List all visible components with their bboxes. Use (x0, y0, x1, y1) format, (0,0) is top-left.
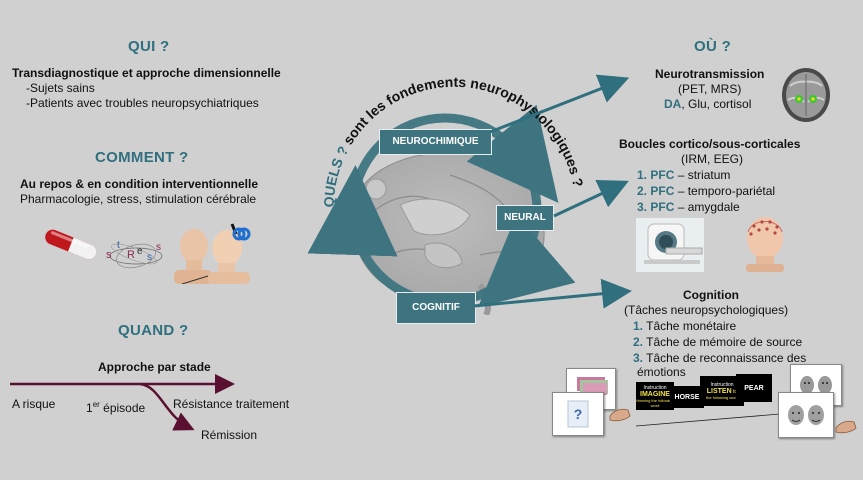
pill-icon (45, 229, 97, 260)
cognition-item-3-cont: émotions (637, 365, 686, 379)
svg-text:e: e (137, 246, 143, 257)
ou-heading: OÙ ? (694, 38, 732, 55)
task-timeline-arrow (635, 413, 781, 427)
arrow-to-neurotransmission (489, 74, 630, 134)
boucles-item-3: 3. PFC – amygdale (637, 200, 740, 214)
box-neurochimique: NEUROCHIMIQUE (379, 129, 492, 155)
monetary-task-card-2: ? (552, 392, 604, 436)
neurotransmission-methods: (PET, MRS) (678, 82, 742, 96)
cognition-item-2: 2. Tâche de mémoire de source (633, 335, 803, 349)
svg-text:s: s (147, 252, 152, 263)
stage-remission-label: Rémission (201, 428, 258, 442)
box-cognitif: COGNITIF (396, 292, 476, 324)
svg-text:s: s (106, 249, 112, 261)
connector-arrows (473, 74, 632, 309)
hand-icon-2 (835, 420, 857, 434)
boucles-methods: (IRM, EEG) (681, 152, 743, 166)
svg-text:?: ? (574, 406, 583, 422)
cognition-item-3: 3. Tâche de reconnaissance des (633, 351, 807, 365)
qui-title: Transdiagnostique et approche dimensionn… (12, 66, 281, 80)
cognition-title: Cognition (683, 288, 739, 302)
boucles-title: Boucles cortico/sous-corticales (619, 137, 801, 151)
task-pear-screen: PEAR (736, 374, 772, 402)
task-imagine-screen: Instruction IMAGINE Hearing the followin… (636, 382, 674, 410)
stage-timeline (10, 374, 235, 431)
stress-icon: s t R e s s (106, 240, 163, 269)
qui-item-patients: -Patients avec troubles neuropsychiatriq… (26, 96, 259, 110)
quand-heading: QUAND ? (118, 322, 189, 339)
cognition-methods: (Tâches neuropsychologiques) (624, 303, 789, 317)
comment-title: Au repos & en condition interventionnell… (20, 177, 259, 191)
svg-text:t: t (117, 240, 120, 251)
boucles-item-1: 1. PFC – striatum (637, 168, 731, 182)
arrow-to-cognition (473, 278, 632, 309)
svg-text:s: s (156, 242, 161, 253)
svg-text:R: R (127, 249, 135, 261)
box-neural: NEURAL (496, 205, 554, 231)
qui-heading: QUI ? (128, 38, 170, 55)
eeg-head-image (746, 217, 784, 272)
hand-icon (609, 408, 631, 422)
task-horse-screen: HORSE (670, 386, 704, 408)
arrow-to-boucles (553, 180, 629, 218)
qui-item-healthy: -Sujets sains (26, 81, 95, 95)
stage-first-episode-label: 1er épisode (86, 400, 146, 415)
brain-stimulation-icon (174, 223, 251, 284)
stage-risk-label: A risque (12, 397, 56, 411)
quand-title: Approche par stade (98, 360, 211, 374)
comment-heading: COMMENT ? (95, 149, 189, 166)
stage-resistance-label: Résistance traitement (173, 397, 290, 411)
neurotransmission-title: Neurotransmission (655, 67, 765, 81)
arc-text-quels: QUELS ? (321, 143, 352, 207)
emotion-face-card-2 (778, 392, 834, 438)
cognition-item-1: 1. Tâche monétaire (633, 319, 737, 333)
boucles-item-2: 2. PFC – temporo-pariétal (637, 184, 776, 198)
comment-subtitle: Pharmacologie, stress, stimulation céréb… (20, 192, 257, 206)
mri-scanner-image (636, 218, 704, 272)
timeline-remission-arrow (139, 382, 195, 431)
pet-scan-image (782, 68, 830, 122)
neurotransmission-molecules: DA, Glu, cortisol (664, 97, 752, 111)
cycle-diagram: QUELS ? sont les fondements neurophysiol… (307, 74, 586, 308)
